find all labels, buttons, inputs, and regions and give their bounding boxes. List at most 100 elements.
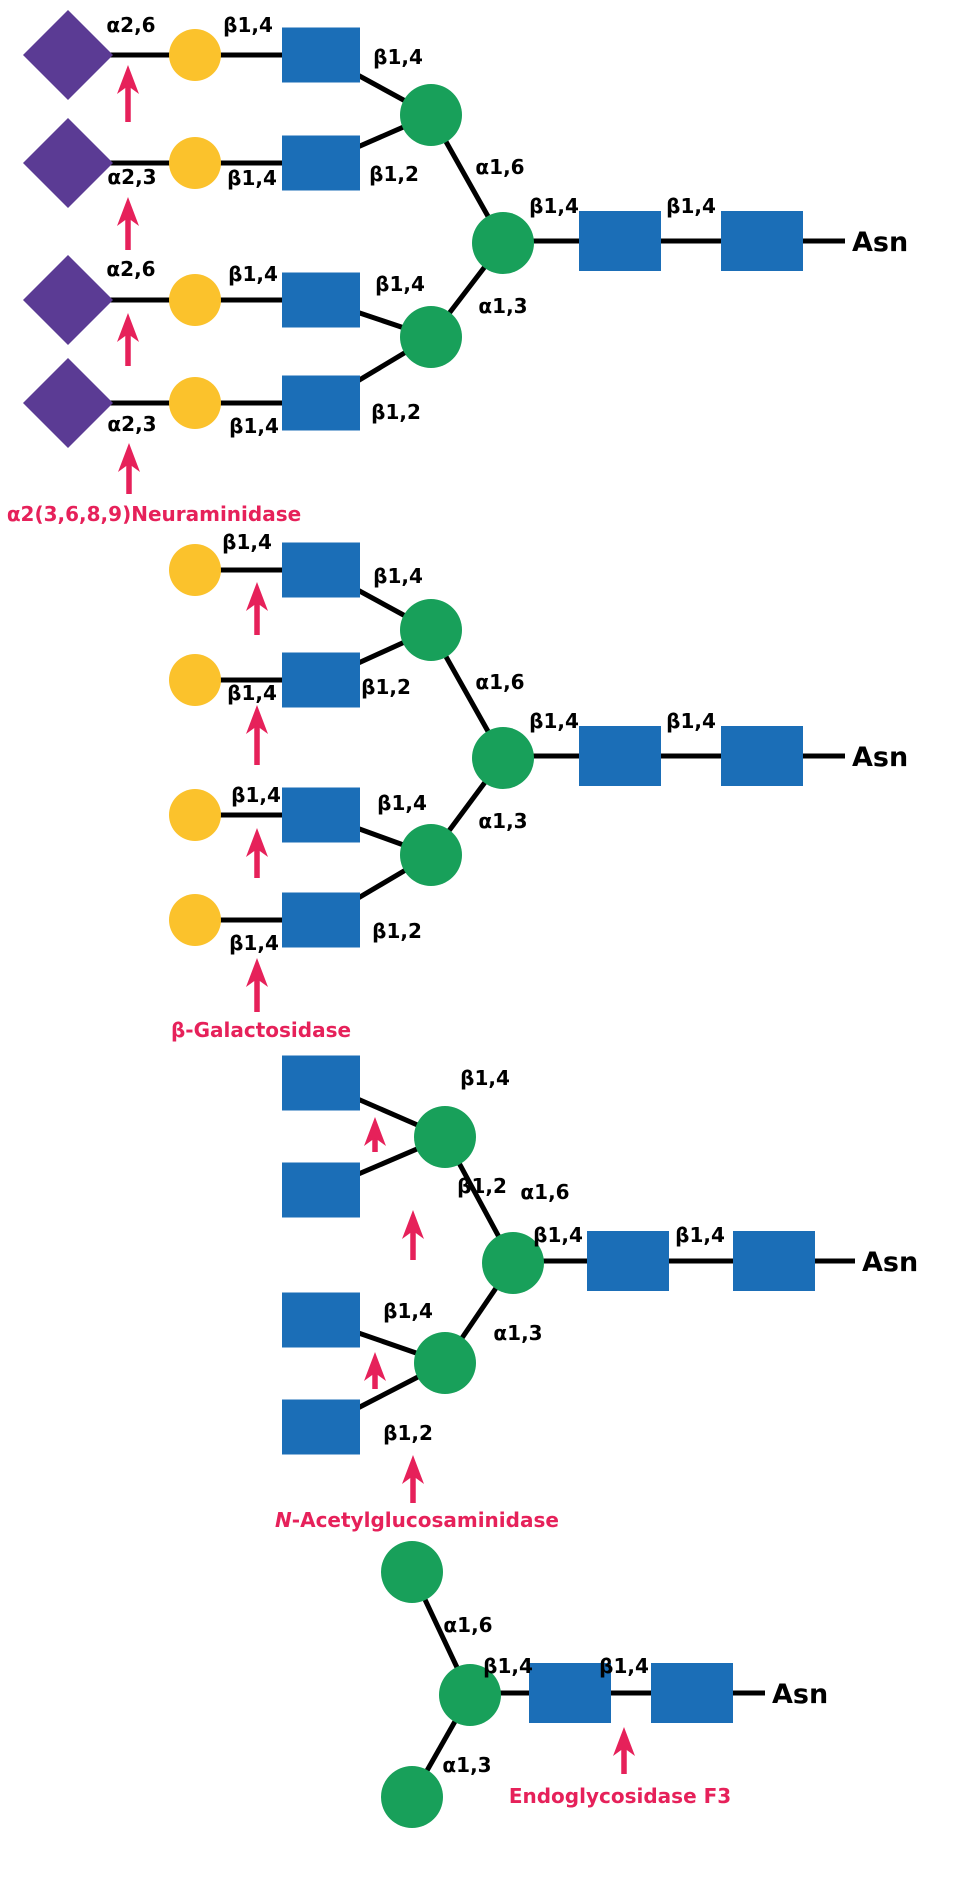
linkage-label: β1,4: [377, 791, 427, 815]
neu5ac-diamond-icon: [23, 358, 113, 448]
neu5ac-diamond-icon: [23, 118, 113, 208]
linkage-label: β1,2: [371, 400, 421, 424]
linkage-label: β1,2: [457, 1174, 507, 1198]
linkage-label: β1,4: [460, 1066, 510, 1090]
galactose-circle-icon: [169, 894, 221, 946]
linkage-label: α2,3: [107, 165, 156, 189]
panel-endoglycosidase: α1,6 β1,4 β1,4 α1,3 Asn Endoglycosidase …: [381, 1541, 828, 1828]
linkage-label: β1,4: [533, 1223, 583, 1247]
galactose-circle-icon: [169, 789, 221, 841]
linkage-label: β1,4: [529, 194, 579, 218]
glcnac-square-icon: [651, 1663, 733, 1723]
linkage-label: α2,6: [106, 13, 155, 37]
glcnac-square-icon: [282, 27, 360, 83]
cleavage-arrow: [117, 197, 139, 250]
linkage-label: β1,4: [222, 530, 272, 554]
mannose-circle-icon: [381, 1766, 443, 1828]
panel-galactosidase: β1,4 β1,4 β1,4 β1,2 α1,6 β1,4 β1,4 α1,3 …: [169, 530, 908, 1042]
linkage-label: β1,4: [529, 709, 579, 733]
linkage-label: β1,4: [229, 931, 279, 955]
glcnac-square-icon: [282, 1399, 360, 1455]
panel-neuraminidase: α2,6 β1,4 β1,4 α2,3 β1,4 β1,2 α1,6 α2,6 …: [7, 10, 908, 526]
glcnac-square-icon: [282, 892, 360, 948]
glcnac-square-icon: [579, 211, 661, 271]
cleavage-arrow: [117, 313, 139, 366]
glcnac-square-icon: [282, 1055, 360, 1111]
enzyme-label: β-Galactosidase: [171, 1018, 351, 1042]
linkage-label: β1,4: [229, 414, 279, 438]
cleavage-arrow: [364, 1117, 386, 1152]
enzyme-label: N-Acetylglucosaminidase: [275, 1508, 559, 1532]
linkage-label: β1,4: [666, 709, 716, 733]
mannose-circle-icon: [414, 1332, 476, 1394]
linkage-label: β1,4: [231, 783, 281, 807]
glcnac-square-icon: [282, 787, 360, 843]
cleavage-arrow: [613, 1727, 635, 1774]
cleavage-arrow: [246, 582, 268, 635]
asn-label: Asn: [862, 1247, 918, 1278]
cleavage-arrow: [117, 65, 139, 122]
linkage-label: α2,6: [106, 257, 155, 281]
mannose-circle-icon: [414, 1106, 476, 1168]
glcnac-square-icon: [282, 1162, 360, 1218]
linkage-label: β1,4: [228, 262, 278, 286]
cleavage-arrow: [118, 443, 140, 494]
linkage-label: α1,3: [478, 294, 527, 318]
linkage-label: α1,3: [493, 1321, 542, 1345]
linkage-label: β1,4: [227, 166, 277, 190]
glcnac-square-icon: [282, 652, 360, 708]
galactose-circle-icon: [169, 544, 221, 596]
mannose-circle-icon: [400, 824, 462, 886]
linkage-label: β1,2: [383, 1421, 433, 1445]
glcnac-square-icon: [282, 542, 360, 598]
linkage-label: α1,6: [520, 1180, 569, 1204]
galactose-circle-icon: [169, 274, 221, 326]
linkage-label: β1,4: [227, 681, 277, 705]
linkage-label: β1,4: [223, 13, 273, 37]
linkage-label: α1,6: [475, 155, 524, 179]
mannose-circle-icon: [472, 727, 534, 789]
glcnac-square-icon: [282, 375, 360, 431]
asn-label: Asn: [852, 742, 908, 773]
cleavage-arrow: [364, 1352, 386, 1389]
glcnac-square-icon: [579, 726, 661, 786]
linkage-label: α1,3: [442, 1753, 491, 1777]
linkage-label: α2,3: [107, 412, 156, 436]
enzyme-label: Endoglycosidase F3: [509, 1784, 731, 1808]
glcnac-square-icon: [721, 726, 803, 786]
linkage-label: β1,4: [483, 1654, 533, 1678]
glcnac-square-icon: [282, 1292, 360, 1348]
galactose-circle-icon: [169, 137, 221, 189]
linkage-label: β1,4: [375, 272, 425, 296]
linkage-label: β1,4: [666, 194, 716, 218]
galactose-circle-icon: [169, 377, 221, 429]
asn-label: Asn: [852, 227, 908, 258]
glcnac-square-icon: [282, 272, 360, 328]
linkage-label: β1,2: [361, 675, 411, 699]
linkage-label: β1,2: [369, 162, 419, 186]
cleavage-arrow: [402, 1210, 424, 1260]
mannose-circle-icon: [400, 306, 462, 368]
cleavage-arrow: [246, 828, 268, 878]
cleavage-arrow: [246, 705, 268, 765]
mannose-circle-icon: [400, 84, 462, 146]
glcnac-square-icon: [721, 211, 803, 271]
glcnac-square-icon: [733, 1231, 815, 1291]
linkage-label: β1,4: [383, 1299, 433, 1323]
panel-glcnacase: β1,4 β1,2 α1,6 β1,4 β1,4 β1,4 α1,3 β1,2 …: [275, 1055, 918, 1532]
linkage-label: β1,4: [373, 45, 423, 69]
linkage-label: α1,3: [478, 809, 527, 833]
linkage-label: β1,4: [675, 1223, 725, 1247]
mannose-circle-icon: [400, 599, 462, 661]
neu5ac-diamond-icon: [23, 255, 113, 345]
cleavage-arrow: [246, 958, 268, 1012]
linkage-label: β1,4: [599, 1654, 649, 1678]
enzyme-label: α2(3,6,8,9)Neuraminidase: [7, 502, 301, 526]
linkage-label: β1,4: [373, 564, 423, 588]
linkage-label: α1,6: [475, 670, 524, 694]
asn-label: Asn: [772, 1679, 828, 1710]
neu5ac-diamond-icon: [23, 10, 113, 100]
mannose-circle-icon: [472, 212, 534, 274]
